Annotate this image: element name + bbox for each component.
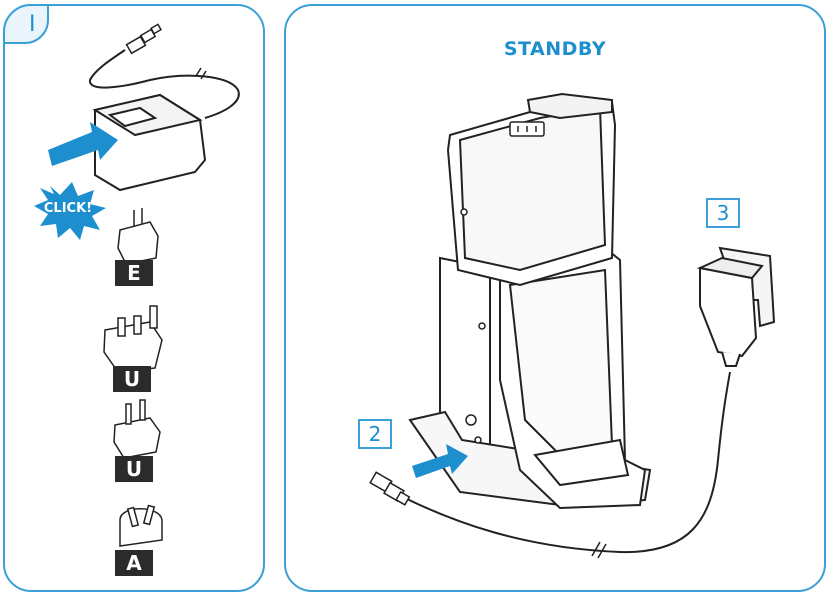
standby-panel: STANDBY bbox=[284, 4, 826, 592]
panel-title: STANDBY bbox=[503, 38, 607, 60]
click-label: CLICK! bbox=[44, 201, 92, 216]
plug-e-icon bbox=[117, 208, 159, 265]
dc-plug-icon bbox=[125, 23, 162, 55]
battery-connector-icon bbox=[509, 121, 545, 137]
dock-base bbox=[408, 242, 652, 510]
step-tab: I bbox=[3, 4, 49, 44]
click-burst-icon: CLICK! bbox=[34, 182, 106, 240]
dock-cable-break-mark bbox=[591, 541, 607, 559]
plug-label-au: A bbox=[115, 550, 153, 576]
dc-plug-right-icon bbox=[369, 471, 411, 506]
insert-arrow-icon bbox=[48, 122, 118, 166]
step-label: I bbox=[29, 12, 36, 37]
adapter-assembly-panel: I bbox=[3, 4, 265, 592]
plug-au-icon bbox=[119, 504, 163, 547]
callout-3: 3 bbox=[706, 198, 740, 228]
wall-adapter-icon bbox=[696, 246, 776, 367]
dock-cable bbox=[404, 371, 731, 554]
plug-label-e: E bbox=[115, 260, 153, 286]
insert-dc-arrow-icon bbox=[412, 444, 468, 478]
callout-2: 2 bbox=[358, 419, 392, 449]
adapter-body bbox=[92, 93, 207, 192]
plug-label-uk: U bbox=[113, 366, 151, 392]
screw-holes bbox=[460, 208, 486, 444]
cable-break-mark bbox=[195, 67, 207, 80]
adapter-cable bbox=[89, 49, 240, 119]
plug-uk-icon bbox=[103, 305, 163, 373]
dock-tower bbox=[446, 92, 617, 287]
plug-label-us: U bbox=[115, 456, 153, 482]
plug-us-icon bbox=[113, 399, 161, 459]
